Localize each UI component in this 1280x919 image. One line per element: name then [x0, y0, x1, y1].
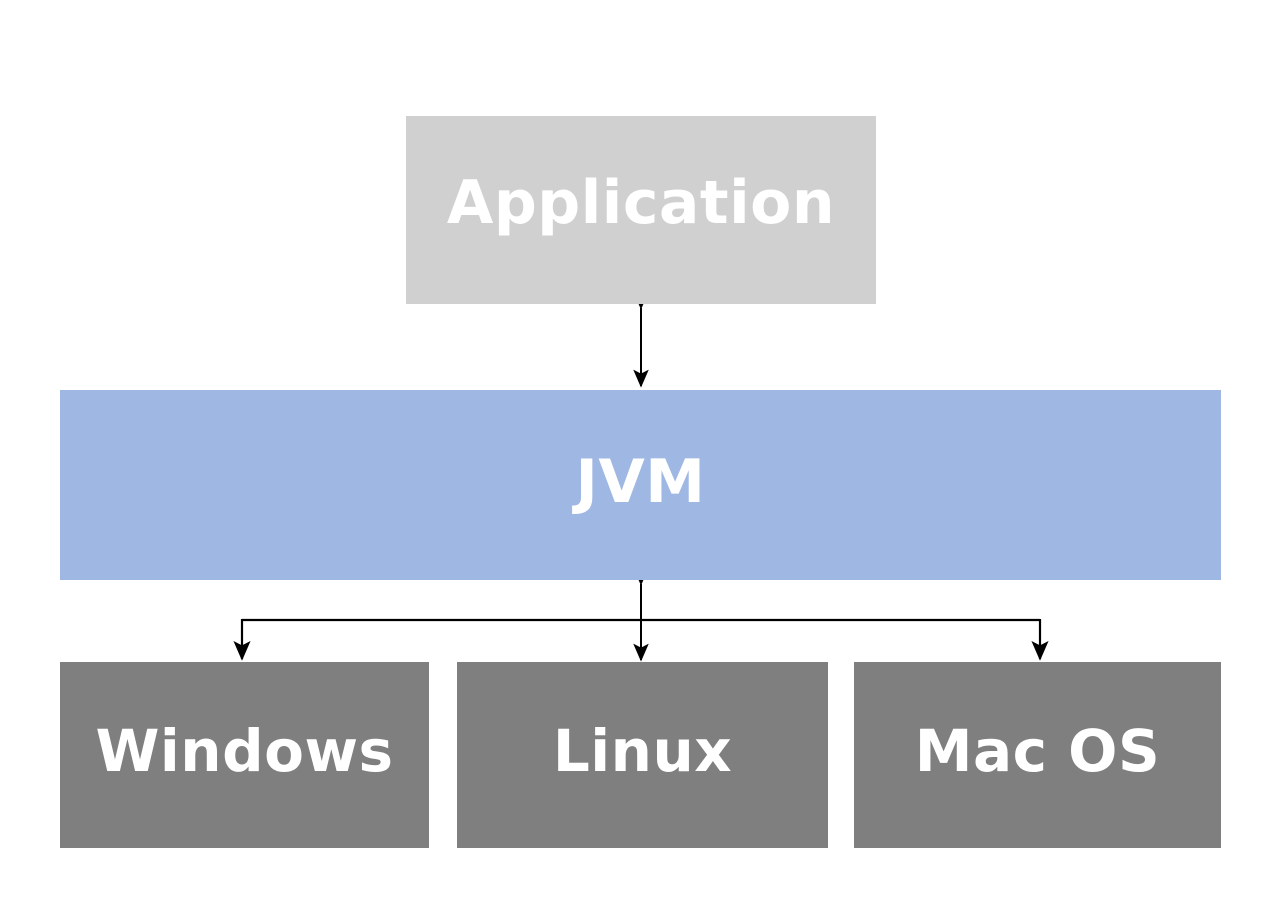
block-platform-macos-label: Mac OS	[914, 717, 1161, 785]
block-platform-windows-label: Windows	[95, 717, 394, 785]
block-application: Application	[406, 116, 876, 304]
block-platform-linux-label: Linux	[552, 717, 733, 785]
block-platform-linux: Linux	[457, 662, 828, 848]
block-platform-windows: Windows	[60, 662, 429, 848]
block-jvm: JVM	[60, 390, 1221, 580]
block-application-label: Application	[446, 168, 836, 238]
block-jvm-label: JVM	[575, 447, 706, 517]
block-platform-macos: Mac OS	[854, 662, 1221, 848]
